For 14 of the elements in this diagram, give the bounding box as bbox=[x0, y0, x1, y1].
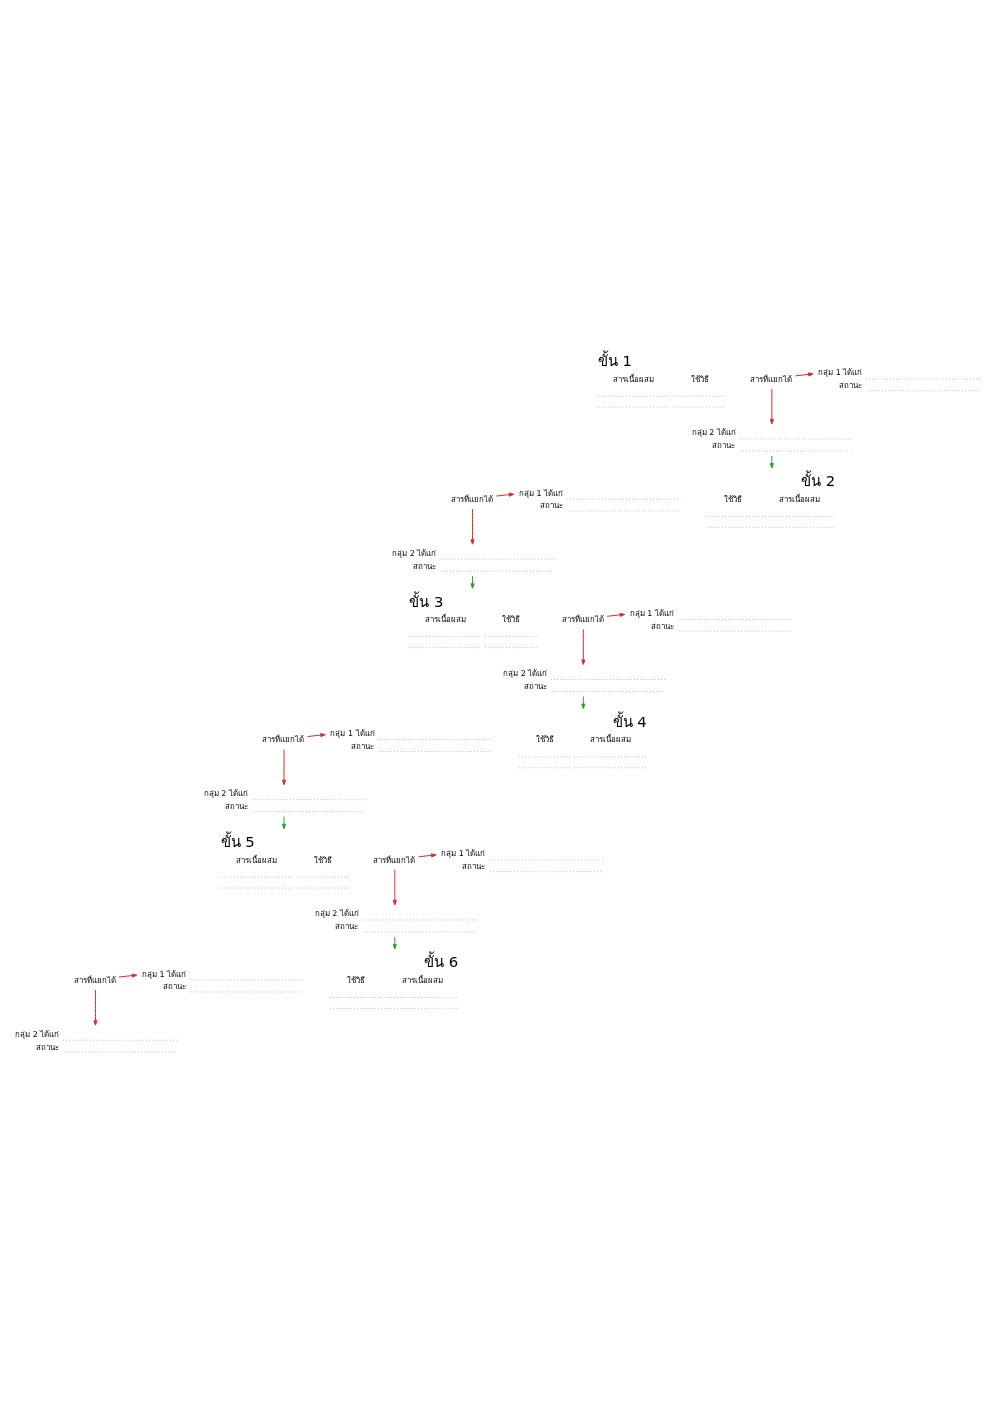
arrow bbox=[769, 388, 774, 425]
arrow bbox=[281, 749, 287, 786]
arrow bbox=[392, 869, 397, 906]
arrow bbox=[606, 612, 626, 617]
arrow bbox=[118, 973, 138, 978]
arrow bbox=[307, 733, 326, 738]
arrow bbox=[495, 492, 515, 497]
arrow bbox=[281, 816, 287, 830]
arrow bbox=[93, 989, 98, 1026]
arrow bbox=[769, 455, 774, 469]
arrow bbox=[418, 853, 437, 858]
arrow bbox=[795, 372, 814, 377]
arrow bbox=[470, 508, 475, 545]
arrow bbox=[581, 628, 586, 665]
